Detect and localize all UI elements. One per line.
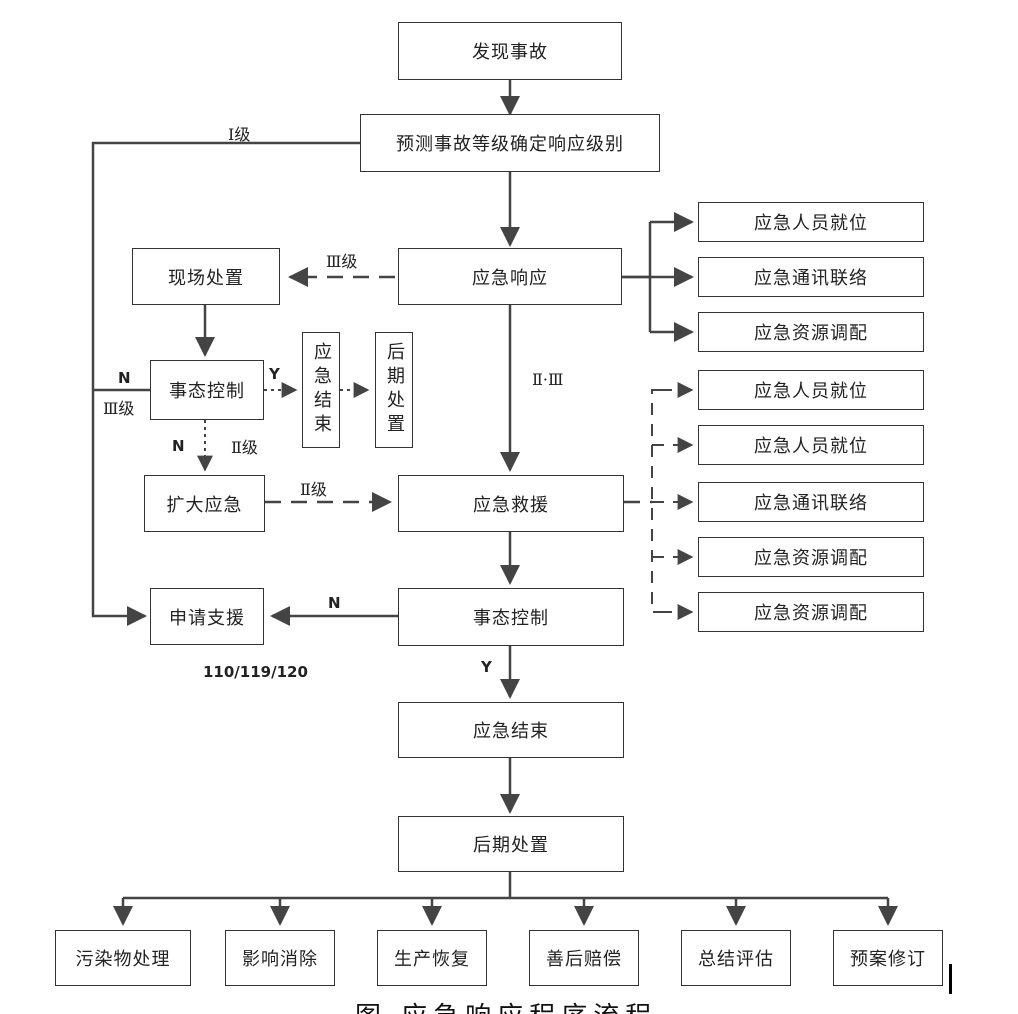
box-response: 应急响应 bbox=[398, 248, 622, 305]
label-n-down: N bbox=[172, 437, 185, 455]
box-rescue: 应急救援 bbox=[398, 475, 624, 532]
text-cursor bbox=[949, 964, 952, 994]
box-resp-group-1: 应急人员就位 bbox=[698, 202, 924, 242]
box-final-5: 总结评估 bbox=[681, 930, 791, 986]
line-rescue-group-vertical bbox=[651, 389, 660, 613]
box-rescue-group-4: 应急资源调配 bbox=[698, 537, 924, 577]
label-level3-left: Ⅲ级 bbox=[103, 399, 135, 418]
box-final-1: 污染物处理 bbox=[55, 930, 191, 986]
box-resp-group-2: 应急通讯联络 bbox=[698, 257, 924, 297]
box-rescue-group-5: 应急资源调配 bbox=[698, 592, 924, 632]
label-phones: 110/119/120 bbox=[203, 663, 308, 681]
box-final-6: 预案修订 bbox=[833, 930, 943, 986]
box-control1: 事态控制 bbox=[150, 360, 264, 420]
box-after-small: 后期处置 bbox=[375, 332, 413, 448]
line-level1 bbox=[91, 141, 360, 626]
box-support: 申请支援 bbox=[150, 588, 264, 645]
box-onsite: 现场处置 bbox=[132, 248, 280, 305]
box-end: 应急结束 bbox=[398, 702, 624, 758]
label-n-support: N bbox=[328, 594, 341, 612]
figure-caption: 图 应急响应程序流程图 bbox=[355, 996, 655, 1014]
box-expand: 扩大应急 bbox=[144, 475, 265, 532]
label-level2-down: Ⅱ级 bbox=[231, 438, 258, 457]
box-final-3: 生产恢复 bbox=[377, 930, 487, 986]
box-rescue-group-1: 应急人员就位 bbox=[698, 370, 924, 410]
box-predict: 预测事故等级确定响应级别 bbox=[360, 114, 660, 172]
box-final-2: 影响消除 bbox=[225, 930, 335, 986]
box-rescue-group-2: 应急人员就位 bbox=[698, 425, 924, 465]
label-y-right: Y bbox=[269, 365, 280, 383]
box-discover: 发现事故 bbox=[398, 22, 622, 80]
label-y-down: Y bbox=[481, 658, 492, 676]
box-resp-group-3: 应急资源调配 bbox=[698, 312, 924, 352]
label-level23: Ⅱ·Ⅲ bbox=[532, 370, 564, 389]
box-end-small: 应急结束 bbox=[302, 332, 340, 448]
label-level1: Ⅰ级 bbox=[228, 125, 251, 144]
label-level2-right: Ⅱ级 bbox=[300, 480, 327, 499]
box-rescue-group-3: 应急通讯联络 bbox=[698, 482, 924, 522]
box-after: 后期处置 bbox=[398, 816, 624, 872]
label-n-left: N bbox=[118, 369, 131, 387]
label-level3: Ⅲ级 bbox=[326, 252, 358, 271]
box-final-4: 善后赔偿 bbox=[529, 930, 639, 986]
box-control2: 事态控制 bbox=[398, 588, 624, 646]
